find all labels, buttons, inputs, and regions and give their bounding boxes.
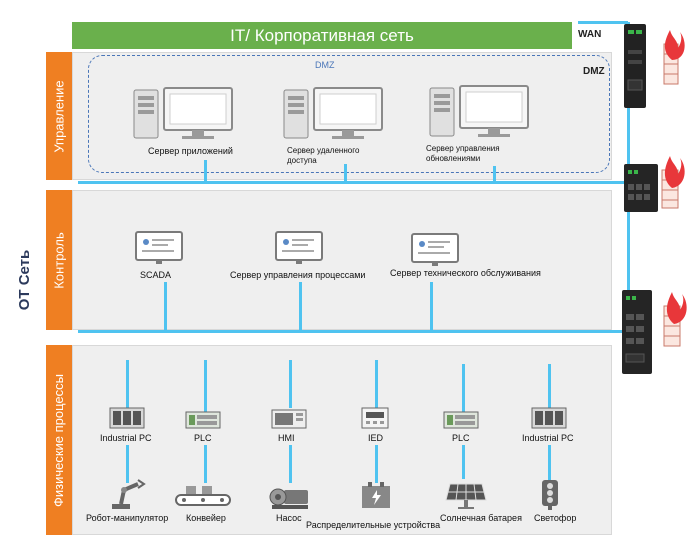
management-bus-line <box>78 181 628 184</box>
equipment-label: Распределительные устройства <box>306 520 441 530</box>
equipment-label: Конвейер <box>186 513 226 523</box>
industrial-pc-icon <box>531 407 567 429</box>
device-uplink-line <box>462 364 465 412</box>
equipment-label: Светофор <box>534 513 577 523</box>
device-link-line <box>548 445 551 483</box>
traffic-light-icon <box>542 480 558 510</box>
conveyor-icon <box>175 486 231 506</box>
firewall-router-icon <box>622 290 687 374</box>
device-uplink-line <box>126 360 129 408</box>
device-label: HMI <box>278 433 295 443</box>
wan-label: WAN <box>578 29 602 40</box>
plc-icon <box>185 411 221 429</box>
control-server-label: SCADA <box>140 270 172 280</box>
control-drop-line <box>299 282 302 330</box>
device-label: PLC <box>194 433 212 443</box>
physical-zone <box>72 345 612 535</box>
monitor-dashboard-icon <box>135 231 183 264</box>
control-server-label: Сервер технического обслуживания <box>390 268 541 278</box>
it-network-bar: IT/ Корпоративная сеть <box>72 22 572 49</box>
dmz-top-label: DMZ <box>315 60 335 70</box>
zone-label-management: Управление <box>46 52 72 180</box>
server-drop-line <box>204 160 207 182</box>
device-uplink-line <box>289 360 292 408</box>
pump-icon <box>269 488 308 509</box>
device-link-line <box>126 445 129 483</box>
control-drop-line <box>164 282 167 330</box>
ot-network-label: ОТ Сеть <box>16 249 33 311</box>
server-drop-line <box>344 164 347 182</box>
device-label: Industrial PC <box>100 433 152 443</box>
industrial-pc-icon <box>109 407 145 429</box>
server-drop-line <box>493 166 496 182</box>
monitor-dashboard-icon <box>411 233 459 266</box>
device-uplink-line <box>204 360 207 412</box>
device-link-line <box>289 445 292 483</box>
firewall-router-icon <box>624 156 685 212</box>
monitor-dashboard-icon <box>275 231 323 264</box>
zone-label-control: Контроль <box>46 190 72 330</box>
switchgear-icon <box>362 482 390 508</box>
server-label: Сервер приложений <box>148 146 233 156</box>
ied-icon <box>361 407 389 429</box>
equipment-label: Солнечная батарея <box>440 513 522 523</box>
solar-panel-icon <box>445 483 487 509</box>
device-link-line <box>375 445 378 483</box>
device-link-line <box>462 445 465 479</box>
device-label: IED <box>368 433 384 443</box>
equipment-label: Робот-манипулятор <box>86 513 169 523</box>
server-workstation-icon <box>133 87 233 139</box>
control-server-label: Сервер управления процессами <box>230 270 366 280</box>
device-label: PLC <box>452 433 470 443</box>
server-workstation-icon <box>429 85 529 137</box>
robot-arm-icon <box>112 479 146 509</box>
wan-link-line <box>578 21 628 24</box>
plc-icon <box>443 411 479 429</box>
dmz-boundary <box>88 55 610 173</box>
control-bus-line <box>78 330 628 333</box>
firewall-router-icon <box>624 24 685 108</box>
zone-label-physical: Физические процессы <box>46 345 72 535</box>
control-drop-line <box>430 282 433 330</box>
dmz-right-label: DMZ <box>583 66 605 77</box>
it-title: IT/ Корпоративная сеть <box>230 25 414 45</box>
equipment-label: Насос <box>276 513 302 523</box>
device-link-line <box>204 445 207 483</box>
device-uplink-line <box>548 364 551 408</box>
hmi-icon <box>271 409 307 429</box>
device-label: Industrial PC <box>522 433 574 443</box>
device-uplink-line <box>375 360 378 408</box>
server-workstation-icon <box>283 87 383 139</box>
